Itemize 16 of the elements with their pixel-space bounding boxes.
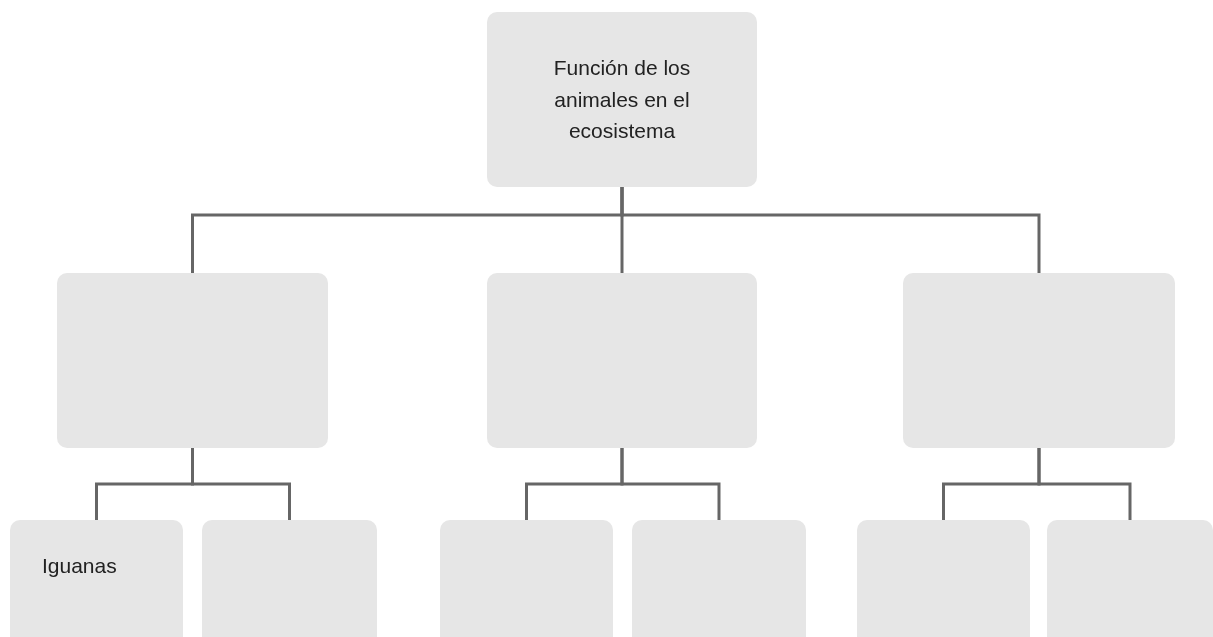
concept-box — [632, 520, 806, 637]
concept-box — [1047, 520, 1213, 637]
concept-box — [10, 520, 183, 637]
concept-box — [440, 520, 613, 637]
concept-box — [487, 12, 757, 187]
concept-box — [202, 520, 377, 637]
connector-line — [620, 448, 721, 520]
box-text: Función de los animales en el ecosistema — [552, 55, 692, 145]
box-text: Iguanas — [42, 553, 117, 579]
concept-box — [903, 273, 1175, 448]
connector-line — [620, 187, 1041, 273]
connector-line — [191, 448, 291, 520]
concept-box — [57, 273, 328, 448]
concept-box — [857, 520, 1030, 637]
concept-box — [487, 273, 757, 448]
connector-line — [1037, 448, 1132, 520]
